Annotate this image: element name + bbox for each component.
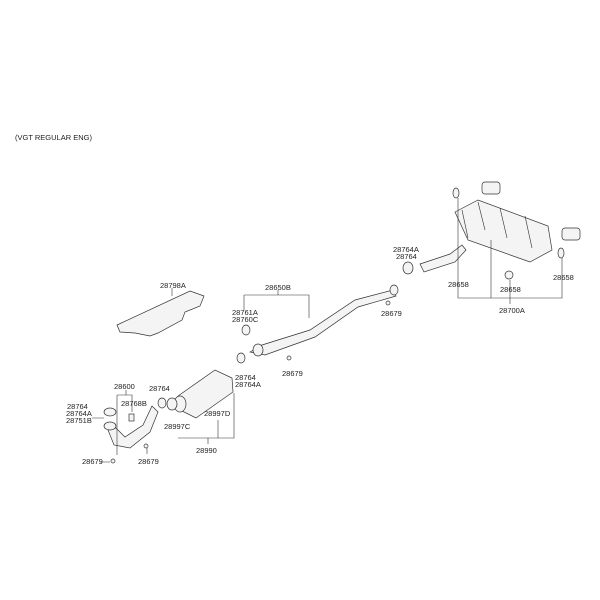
bolt-part[interactable]	[286, 355, 292, 361]
hanger-rubber-part[interactable]	[557, 247, 565, 259]
label-28764a: 28764A	[235, 380, 261, 389]
leader-line	[243, 290, 310, 318]
flange-part	[389, 284, 399, 296]
label-28764: 28764	[235, 373, 256, 382]
label-28679: 28679	[82, 457, 103, 466]
center-pipe-part[interactable]	[249, 289, 397, 356]
diagram-subtitle: (VGT REGULAR ENG)	[15, 133, 92, 142]
gasket-part[interactable]	[157, 397, 167, 409]
label-28751b: 28751B	[66, 416, 92, 425]
label-28658: 28658	[500, 285, 521, 294]
tailpipe-part	[561, 227, 581, 241]
leader-line	[178, 393, 235, 444]
label-28679: 28679	[381, 309, 402, 318]
muffler-ribs	[461, 201, 533, 249]
label-28997c: 28997C	[164, 422, 191, 431]
heat-protector-part[interactable]	[116, 290, 205, 337]
label-28768b: 28768B	[121, 399, 147, 408]
gasket-part[interactable]	[402, 261, 414, 275]
gasket-part[interactable]	[103, 407, 117, 417]
label-28650b: 28650B	[265, 283, 291, 292]
label-28658: 28658	[553, 273, 574, 282]
label-28997d: 28997D	[204, 409, 231, 418]
label-28990: 28990	[196, 446, 217, 455]
label-28764: 28764	[396, 252, 417, 261]
label-28760c: 28760C	[232, 315, 259, 324]
bolt-part[interactable]	[110, 458, 116, 464]
gasket-part[interactable]	[166, 397, 178, 411]
bolt-part[interactable]	[143, 443, 149, 449]
bolt-part[interactable]	[385, 300, 391, 306]
label-28764a: 28764A	[66, 409, 92, 418]
label-28764: 28764	[67, 402, 88, 411]
leader-line	[457, 198, 563, 304]
label-28761a: 28761A	[232, 308, 258, 317]
pipe-flange	[252, 343, 264, 357]
label-28600: 28600	[114, 382, 135, 391]
label-28764: 28764	[149, 384, 170, 393]
tailpipe-part	[481, 181, 501, 195]
rear-pipe-part[interactable]	[419, 244, 467, 273]
label-28658: 28658	[448, 280, 469, 289]
bracket-part[interactable]	[128, 413, 135, 422]
hanger-part[interactable]	[241, 324, 251, 336]
label-28764a: 28764A	[393, 245, 419, 254]
label-28700a: 28700A	[499, 306, 525, 315]
front-pipe-part[interactable]	[107, 405, 159, 449]
label-28679: 28679	[138, 457, 159, 466]
label-28679: 28679	[282, 369, 303, 378]
leader-line	[92, 390, 148, 463]
hanger-rubber-part[interactable]	[452, 187, 460, 199]
label-28798a: 28798A	[160, 281, 186, 290]
muffler-part[interactable]	[454, 199, 553, 263]
gasket-part[interactable]	[236, 352, 246, 364]
hanger-rubber-part[interactable]	[504, 270, 514, 280]
gasket-part[interactable]	[103, 421, 117, 431]
